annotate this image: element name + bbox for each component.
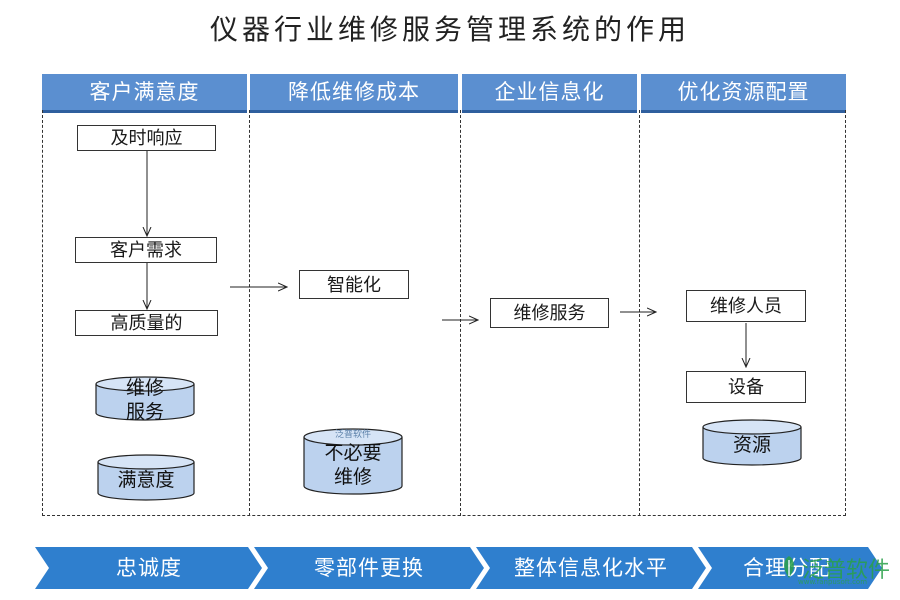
logo-url: www.fanpusoft.com — [798, 578, 868, 586]
box-equipment: 设备 — [686, 371, 806, 403]
footer-label-informatization-level: 整体信息化水平 — [514, 556, 668, 580]
cylinder-label-line: 不必要 — [324, 442, 382, 464]
footer-label-parts-replacement: 零部件更换 — [314, 556, 424, 580]
footer-label-loyalty: 忠诚度 — [116, 556, 182, 580]
cylinder-label-resources: 资源 — [732, 434, 771, 456]
box-high-quality: 高质量的 — [75, 310, 218, 336]
logo-mark-icon — [784, 556, 794, 578]
column-divider — [460, 110, 461, 516]
column-header-customer-satisfaction: 客户满意度 — [42, 74, 247, 113]
column-header-reduce-cost: 降低维修成本 — [250, 74, 458, 113]
box-repair-service: 维修服务 — [490, 298, 609, 328]
diagram-title: 仪器行业维修服务管理系统的作用 — [209, 13, 690, 46]
cylinder-label-repair: 维修 服务 — [96, 376, 194, 424]
box-repair-staff: 维修人员 — [686, 290, 806, 322]
cylinder-label-satisfaction: 满意度 — [117, 469, 175, 491]
box-timely-response: 及时响应 — [77, 125, 216, 151]
column-divider — [249, 110, 250, 516]
logo-text: 泛普软件 — [802, 558, 891, 583]
box-intelligent: 智能化 — [299, 270, 409, 299]
column-header-resource-allocation: 优化资源配置 — [641, 74, 846, 113]
cylinder-label-line: 服务 — [125, 401, 164, 423]
diagram-frame — [42, 110, 846, 516]
cylinder-label-line: 维修 — [125, 377, 164, 399]
cylinder-label-line: 维修 — [333, 466, 372, 488]
cylinder-label-unnecessary: 不必要 维修 — [304, 441, 402, 489]
box-customer-demand: 客户需求 — [75, 237, 217, 263]
column-divider — [639, 110, 640, 516]
cylinder-watermark: 泛普软件 — [334, 430, 371, 440]
brand-logo: 泛普软件 www.fanpusoft.com — [778, 552, 896, 594]
column-header-informatization: 企业信息化 — [462, 74, 637, 113]
